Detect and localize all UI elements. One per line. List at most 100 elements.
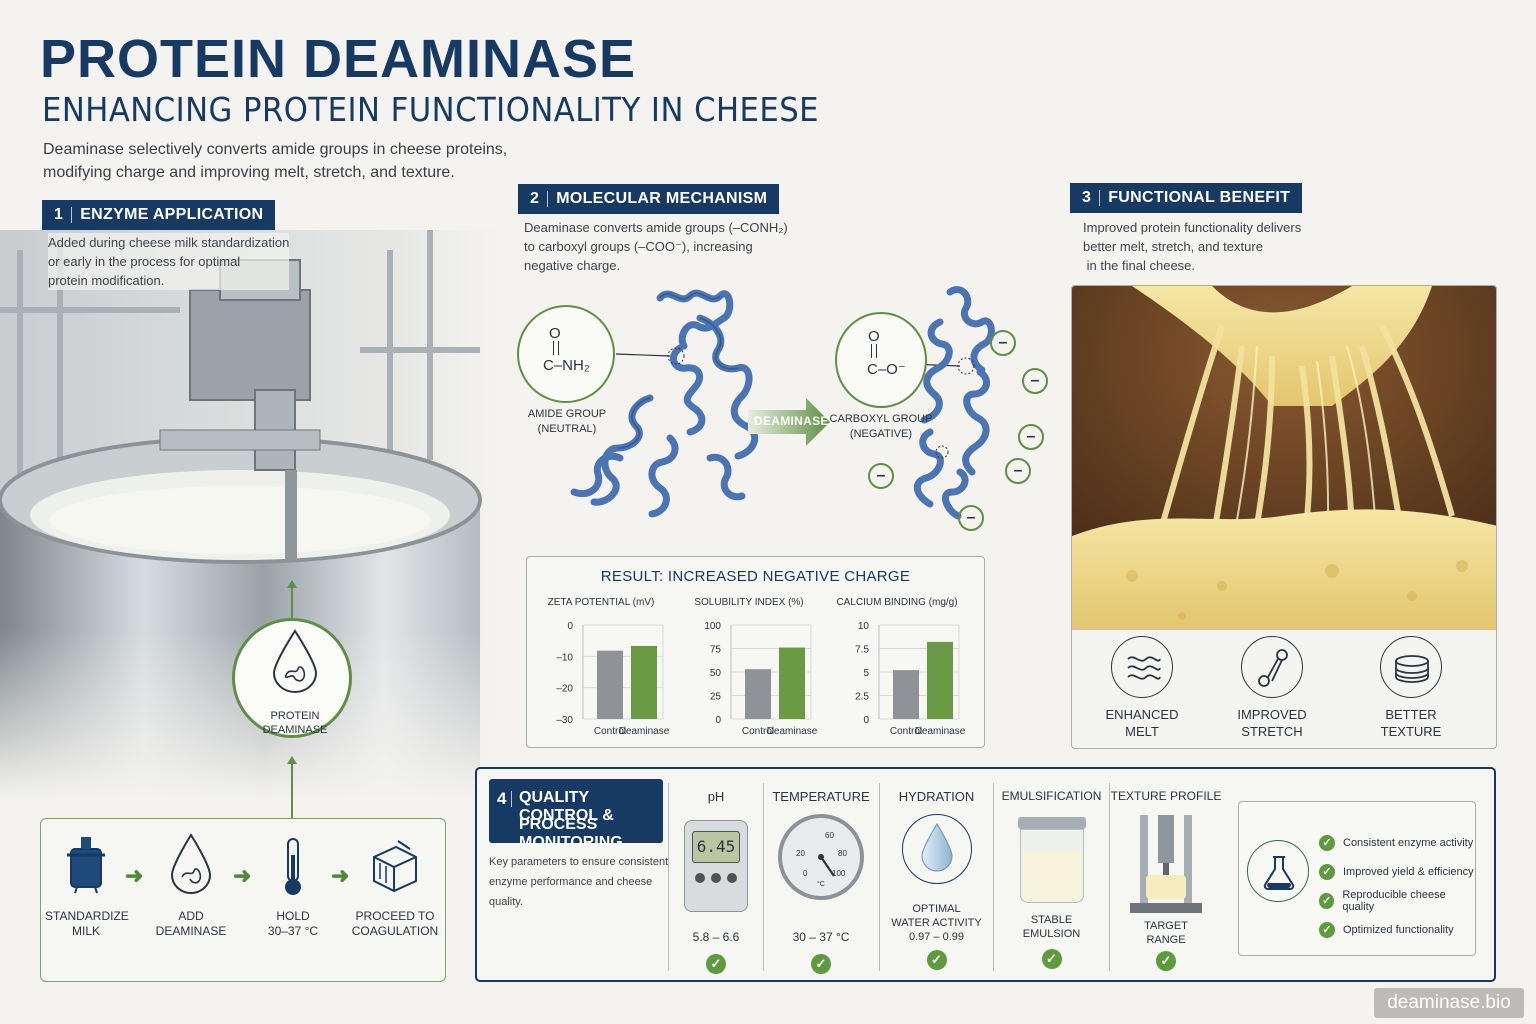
benefit-panel: ENHANCED MELT IMPROVED STRETCH BETTER TE… <box>1071 285 1497 749</box>
section3-description: Improved protein functionality delivers … <box>1083 220 1302 273</box>
negative-charge-icon: – <box>1005 458 1031 484</box>
step-proceed-coagulation: PROCEED TO COAGULATION <box>347 839 443 939</box>
tick-label: 2.5 <box>855 692 869 703</box>
tick-label: 10 <box>858 621 870 632</box>
ph-meter-icon: 6.45 <box>684 820 748 912</box>
section2-badge: 2 MOLECULAR MECHANISM <box>518 184 780 214</box>
thermometer-icon <box>285 838 301 895</box>
tick-label: 75 <box>710 645 722 656</box>
texture-analyzer-icon <box>1130 815 1202 915</box>
category-label: Control <box>742 726 774 737</box>
negative-charge-icon: – <box>1018 424 1044 450</box>
tick-label: 50 <box>710 668 722 679</box>
water-drop-icon <box>901 814 972 884</box>
chart-title: ZETA POTENTIAL (mV) <box>548 597 655 608</box>
arrow-up-to-drop <box>286 756 298 818</box>
chart-title: SOLUBILITY INDEX (%) <box>694 597 803 608</box>
tick-label: 7.5 <box>855 645 869 656</box>
intro-text: Deaminase selectively converts amide gro… <box>43 141 508 181</box>
step-add-deaminase: ADD DEAMINASE <box>151 833 231 939</box>
svg-text:20: 20 <box>796 849 805 858</box>
section3-badge: 3 FUNCTIONAL BENEFIT <box>1070 183 1303 213</box>
section1-badge: 1 ENZYME APPLICATION <box>42 200 276 230</box>
amide-group-label: AMIDE GROUP (NEUTRAL) <box>527 408 607 435</box>
page-subtitle: ENHANCING PROTEIN FUNCTIONALITY IN CHEES… <box>42 90 820 129</box>
check-icon: ✓ <box>1319 892 1335 909</box>
svg-text:0: 0 <box>803 869 808 878</box>
section2-description: Deaminase converts amide groups (–CONH₂)… <box>524 220 788 273</box>
benefit-improved-stretch: IMPROVED STRETCH <box>1220 636 1324 740</box>
benefit-enhanced-melt: ENHANCED MELT <box>1090 636 1194 740</box>
check-icon: ✓ <box>1319 921 1335 938</box>
emulsion-jar-icon <box>1017 817 1086 905</box>
tick-label: 100 <box>704 621 721 632</box>
tick-label: –10 <box>556 652 573 663</box>
process-steps-box: STANDARDIZE MILK ➜ ADD DEAMINASE ➜ HOLD … <box>40 818 446 982</box>
step-hold-temperature: HOLD 30–37 °C <box>253 837 333 939</box>
section4-description: Key parameters to ensure consistent enzy… <box>489 856 669 908</box>
protein-structure-after <box>909 286 995 520</box>
melt-waves-icon <box>1111 636 1173 698</box>
check-icon: ✓ <box>706 954 726 974</box>
svg-text:80: 80 <box>838 849 847 858</box>
tick-label: –30 <box>556 715 573 726</box>
tick-label: 0 <box>863 715 869 726</box>
negative-charge-icon: – <box>1022 368 1048 394</box>
temperature-gauge-icon: 20 60 80 0 100 °C <box>778 814 864 900</box>
negative-charge-icon: – <box>958 505 984 531</box>
category-label: Control <box>890 726 922 737</box>
check-icon: ✓ <box>1156 951 1176 971</box>
check-icon: ✓ <box>1319 834 1335 851</box>
arrow-up-to-vat <box>286 580 298 620</box>
melted-cheese-stretch-photo <box>1072 286 1496 630</box>
flask-icon <box>1247 840 1309 902</box>
bar-deaminase <box>779 647 805 719</box>
tick-label: 25 <box>710 692 722 703</box>
results-title: RESULT: INCREASED NEGATIVE CHARGE <box>600 568 911 585</box>
svg-text:60: 60 <box>825 831 834 840</box>
chart-title: CALCIUM BINDING (mg/g) <box>836 597 957 608</box>
results-bar-charts: ZETA POTENTIAL (mV)0–10–20–30ControlDeam… <box>548 597 966 737</box>
check-icon: ✓ <box>926 950 947 970</box>
enzyme-drop-icon <box>272 629 318 693</box>
tick-label: 5 <box>863 668 869 679</box>
section1-description: Added during cheese milk standardization… <box>48 233 290 290</box>
step-arrow-icon: ➜ <box>125 863 144 888</box>
param-hydration: HYDRATION OPTIMAL WATER ACTIVITY 0.97 – … <box>880 789 993 970</box>
qc-panel: 4 QUALITY CONTROL & PROCESS MONITORING K… <box>475 767 1496 982</box>
cheese-curd-icon <box>373 840 417 893</box>
param-ph: pH 6.45 5.8 – 6.6 ✓ <box>669 789 763 974</box>
category-label: Deaminase <box>767 726 818 737</box>
quality-checklist-card: ✓Consistent enzyme activity ✓Improved yi… <box>1238 801 1476 956</box>
deaminase-reaction-arrow: DEAMINASE <box>748 398 830 446</box>
param-temperature: TEMPERATURE 20 60 80 0 100 °C 30 – 37 °C… <box>764 789 878 974</box>
carboxyl-group-circle: O C–O⁻ <box>835 312 927 408</box>
amide-group-circle: O C–NH₂ <box>517 305 615 403</box>
section4-badge: 4 QUALITY CONTROL & PROCESS MONITORING <box>489 779 663 851</box>
svg-text:100: 100 <box>832 869 846 878</box>
step-arrow-icon: ➜ <box>233 863 252 888</box>
check-icon: ✓ <box>811 954 831 974</box>
protein-deaminase-drop: PROTEIN DEAMINASE <box>232 618 352 738</box>
tick-label: 0 <box>567 621 573 632</box>
negative-charge-icon: – <box>868 463 894 489</box>
stretch-icon <box>1241 636 1303 698</box>
page-title: PROTEIN DEAMINASE <box>40 29 637 89</box>
param-texture-profile: TEXTURE PROFILE TARGET RANGE ✓ <box>1110 789 1222 971</box>
results-charts-card: RESULT: INCREASED NEGATIVE CHARGE ZETA P… <box>526 556 985 748</box>
bar-deaminase <box>927 641 953 719</box>
bar-control <box>745 669 771 719</box>
step-standardize-milk: STANDARDIZE MILK <box>45 835 129 939</box>
bar-control <box>597 650 623 719</box>
bar-control <box>893 670 919 719</box>
carboxyl-group-label: CARBOXYL GROUP (NEGATIVE) <box>829 413 933 440</box>
texture-layers-icon <box>1380 636 1442 698</box>
tick-label: –20 <box>556 684 573 695</box>
check-icon: ✓ <box>1319 863 1335 880</box>
milk-tank-icon <box>67 837 105 894</box>
bar-deaminase <box>631 645 657 719</box>
benefit-better-texture: BETTER TEXTURE <box>1359 636 1463 740</box>
svg-text:°C: °C <box>817 880 825 888</box>
param-emulsification: EMULSIFICATION STABLE EMULSION ✓ <box>994 789 1109 969</box>
check-icon: ✓ <box>1041 949 1062 969</box>
